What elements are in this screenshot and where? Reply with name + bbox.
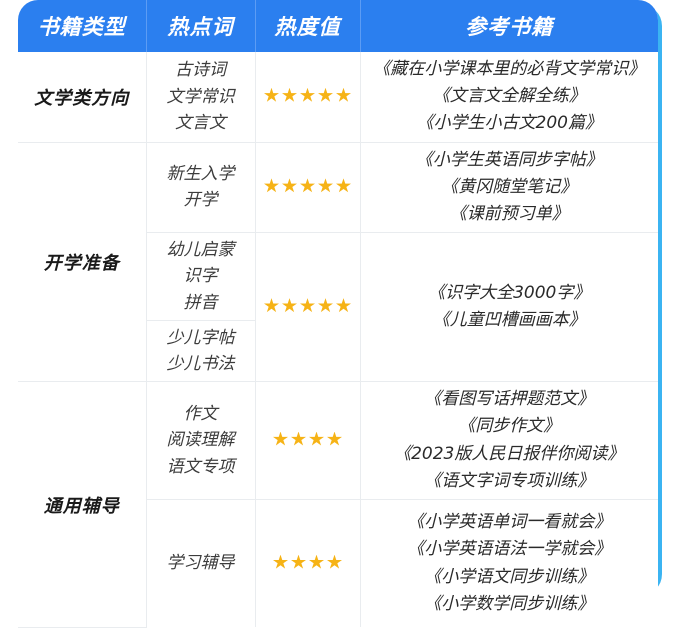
books-cell: 《小学英语单词一看就会》 《小学英语语法一学就会》 《小学语文同步训练》 《小学… — [360, 499, 658, 628]
heat-cell — [255, 381, 361, 500]
hotword-line: 少儿书法 — [166, 354, 235, 375]
table-row: 文学类方向 古诗词 文学常识 文言文 《藏在小学课本里的必背文学常识》 《文言文… — [18, 52, 658, 143]
hot-books-table: 书籍类型 热点词 热度值 参考书籍 文学类方向 古诗词 文学常识 文言文 《藏在… — [18, 0, 658, 628]
books-cell: 《看图写话押题范文》 《同步作文》 《2023版人民日报伴你阅读》 《语文字词专… — [360, 381, 658, 500]
category-cell-literature: 文学类方向 — [18, 52, 147, 143]
star-icon — [264, 178, 279, 193]
hotword-line: 开学 — [183, 190, 218, 211]
star-icon — [273, 431, 288, 446]
book-title: 《小学英语语法一学就会》 — [407, 539, 612, 560]
heat-cell — [255, 232, 361, 383]
hotword-cell: 学习辅导 — [146, 499, 256, 628]
star-icon — [273, 554, 288, 569]
books-cell: 《藏在小学课本里的必背文学常识》 《文言文全解全练》 《小学生小古文200篇》 — [360, 52, 658, 143]
column-header-category: 书籍类型 — [18, 0, 147, 52]
hotword-line: 作文 — [183, 403, 218, 424]
star-rating — [256, 431, 360, 450]
hotword-line: 阅读理解 — [166, 430, 235, 451]
books-cell: 《小学生英语同步字帖》 《黄冈随堂笔记》 《课前预习单》 — [360, 142, 658, 234]
hotword-line: 识字 — [183, 266, 218, 287]
book-title: 《同步作文》 — [458, 416, 561, 437]
star-icon — [336, 178, 351, 193]
star-icon — [327, 554, 342, 569]
column-header-hotword: 热点词 — [146, 0, 256, 52]
star-icon — [282, 178, 297, 193]
table-row: 开学准备 新生入学 开学 《小学生英语同步字帖》 《黄冈随堂笔记》 《课前预习单… — [18, 142, 658, 383]
star-icon — [318, 298, 333, 313]
hotword-line: 学习辅导 — [166, 553, 235, 574]
table-row: 少儿字帖 少儿书法 — [18, 320, 658, 383]
hotword-line: 古诗词 — [175, 60, 226, 81]
book-title: 《语文字词专项训练》 — [424, 470, 595, 491]
book-title: 《小学生小古文200篇》 — [416, 113, 602, 134]
book-title: 《藏在小学课本里的必背文学常识》 — [373, 59, 646, 79]
book-title: 《2023版人民日报伴你阅读》 — [394, 443, 625, 464]
category-cell-school-prep: 开学准备 — [18, 142, 147, 383]
star-icon — [282, 87, 297, 102]
star-icon — [291, 431, 306, 446]
book-title: 《小学语文同步训练》 — [424, 566, 595, 587]
hotword-line: 语文专项 — [166, 456, 235, 477]
star-icon — [282, 298, 297, 313]
star-icon — [318, 178, 333, 193]
book-title: 《课前预习单》 — [449, 203, 569, 224]
book-title: 《小学英语单词一看就会》 — [407, 512, 612, 533]
book-title: 《小学生英语同步字帖》 — [415, 149, 603, 170]
star-icon — [300, 298, 315, 313]
table-header: 书籍类型 热点词 热度值 参考书籍 — [18, 0, 658, 52]
hotword-line: 新生入学 — [166, 164, 235, 184]
star-rating — [256, 178, 360, 196]
hotword-cell: 古诗词 文学常识 文言文 — [146, 52, 256, 143]
books-cell: 《识字大全3000字》 《儿童凹槽画画本》 — [360, 232, 658, 383]
hotword-line: 文学常识 — [166, 86, 235, 107]
star-icon — [309, 431, 324, 446]
heat-cell — [255, 499, 361, 628]
category-cell-general-tutoring: 通用辅导 — [18, 381, 147, 628]
star-icon — [327, 431, 342, 446]
hotword-cell: 新生入学 开学 — [146, 142, 256, 234]
hotword-line: 拼音 — [183, 292, 218, 313]
star-rating — [256, 554, 360, 573]
star-icon — [264, 298, 279, 313]
hotword-line: 少儿字帖 — [166, 327, 235, 348]
header-row: 书籍类型 热点词 热度值 参考书籍 — [18, 0, 658, 52]
table-body: 文学类方向 古诗词 文学常识 文言文 《藏在小学课本里的必背文学常识》 《文言文… — [18, 52, 658, 628]
table-row: 学习辅导 《小学英语单词一看就会》 《小学英语语法一学就会》 《小学语文同步训练… — [18, 499, 658, 628]
heat-cell — [255, 52, 361, 143]
book-title: 《儿童凹槽画画本》 — [432, 310, 586, 331]
star-icon — [300, 178, 315, 193]
table-row: 幼儿启蒙 识字 拼音 《识字大全3000字》 《儿童凹槽画画本》 — [18, 232, 658, 383]
star-icon — [336, 298, 351, 313]
book-title: 《小学数学同步训练》 — [424, 593, 595, 614]
hotword-cell: 少儿字帖 少儿书法 — [146, 320, 256, 383]
book-title: 《文言文全解全练》 — [432, 86, 586, 107]
star-icon — [309, 554, 324, 569]
star-rating — [256, 87, 360, 106]
table-row: 通用辅导 作文 阅读理解 语文专项 《看图写话押题范文》 《同步作文》 《202… — [18, 381, 658, 628]
book-title: 《识字大全3000字》 — [428, 282, 591, 303]
book-title: 《看图写话押题范文》 — [424, 389, 595, 410]
star-icon — [318, 87, 333, 102]
hotword-line: 文言文 — [175, 112, 226, 133]
heat-cell — [255, 142, 361, 234]
column-header-books: 参考书籍 — [360, 0, 658, 52]
star-icon — [300, 87, 315, 102]
star-icon — [264, 87, 279, 102]
column-header-heat: 热度值 — [255, 0, 361, 52]
star-icon — [291, 554, 306, 569]
book-title: 《黄冈随堂笔记》 — [441, 176, 578, 197]
hotword-cell: 幼儿启蒙 识字 拼音 — [146, 232, 256, 322]
star-rating — [256, 298, 360, 316]
star-icon — [336, 87, 351, 102]
hotword-cell: 作文 阅读理解 语文专项 — [146, 381, 256, 500]
hotword-line: 幼儿启蒙 — [166, 240, 235, 261]
